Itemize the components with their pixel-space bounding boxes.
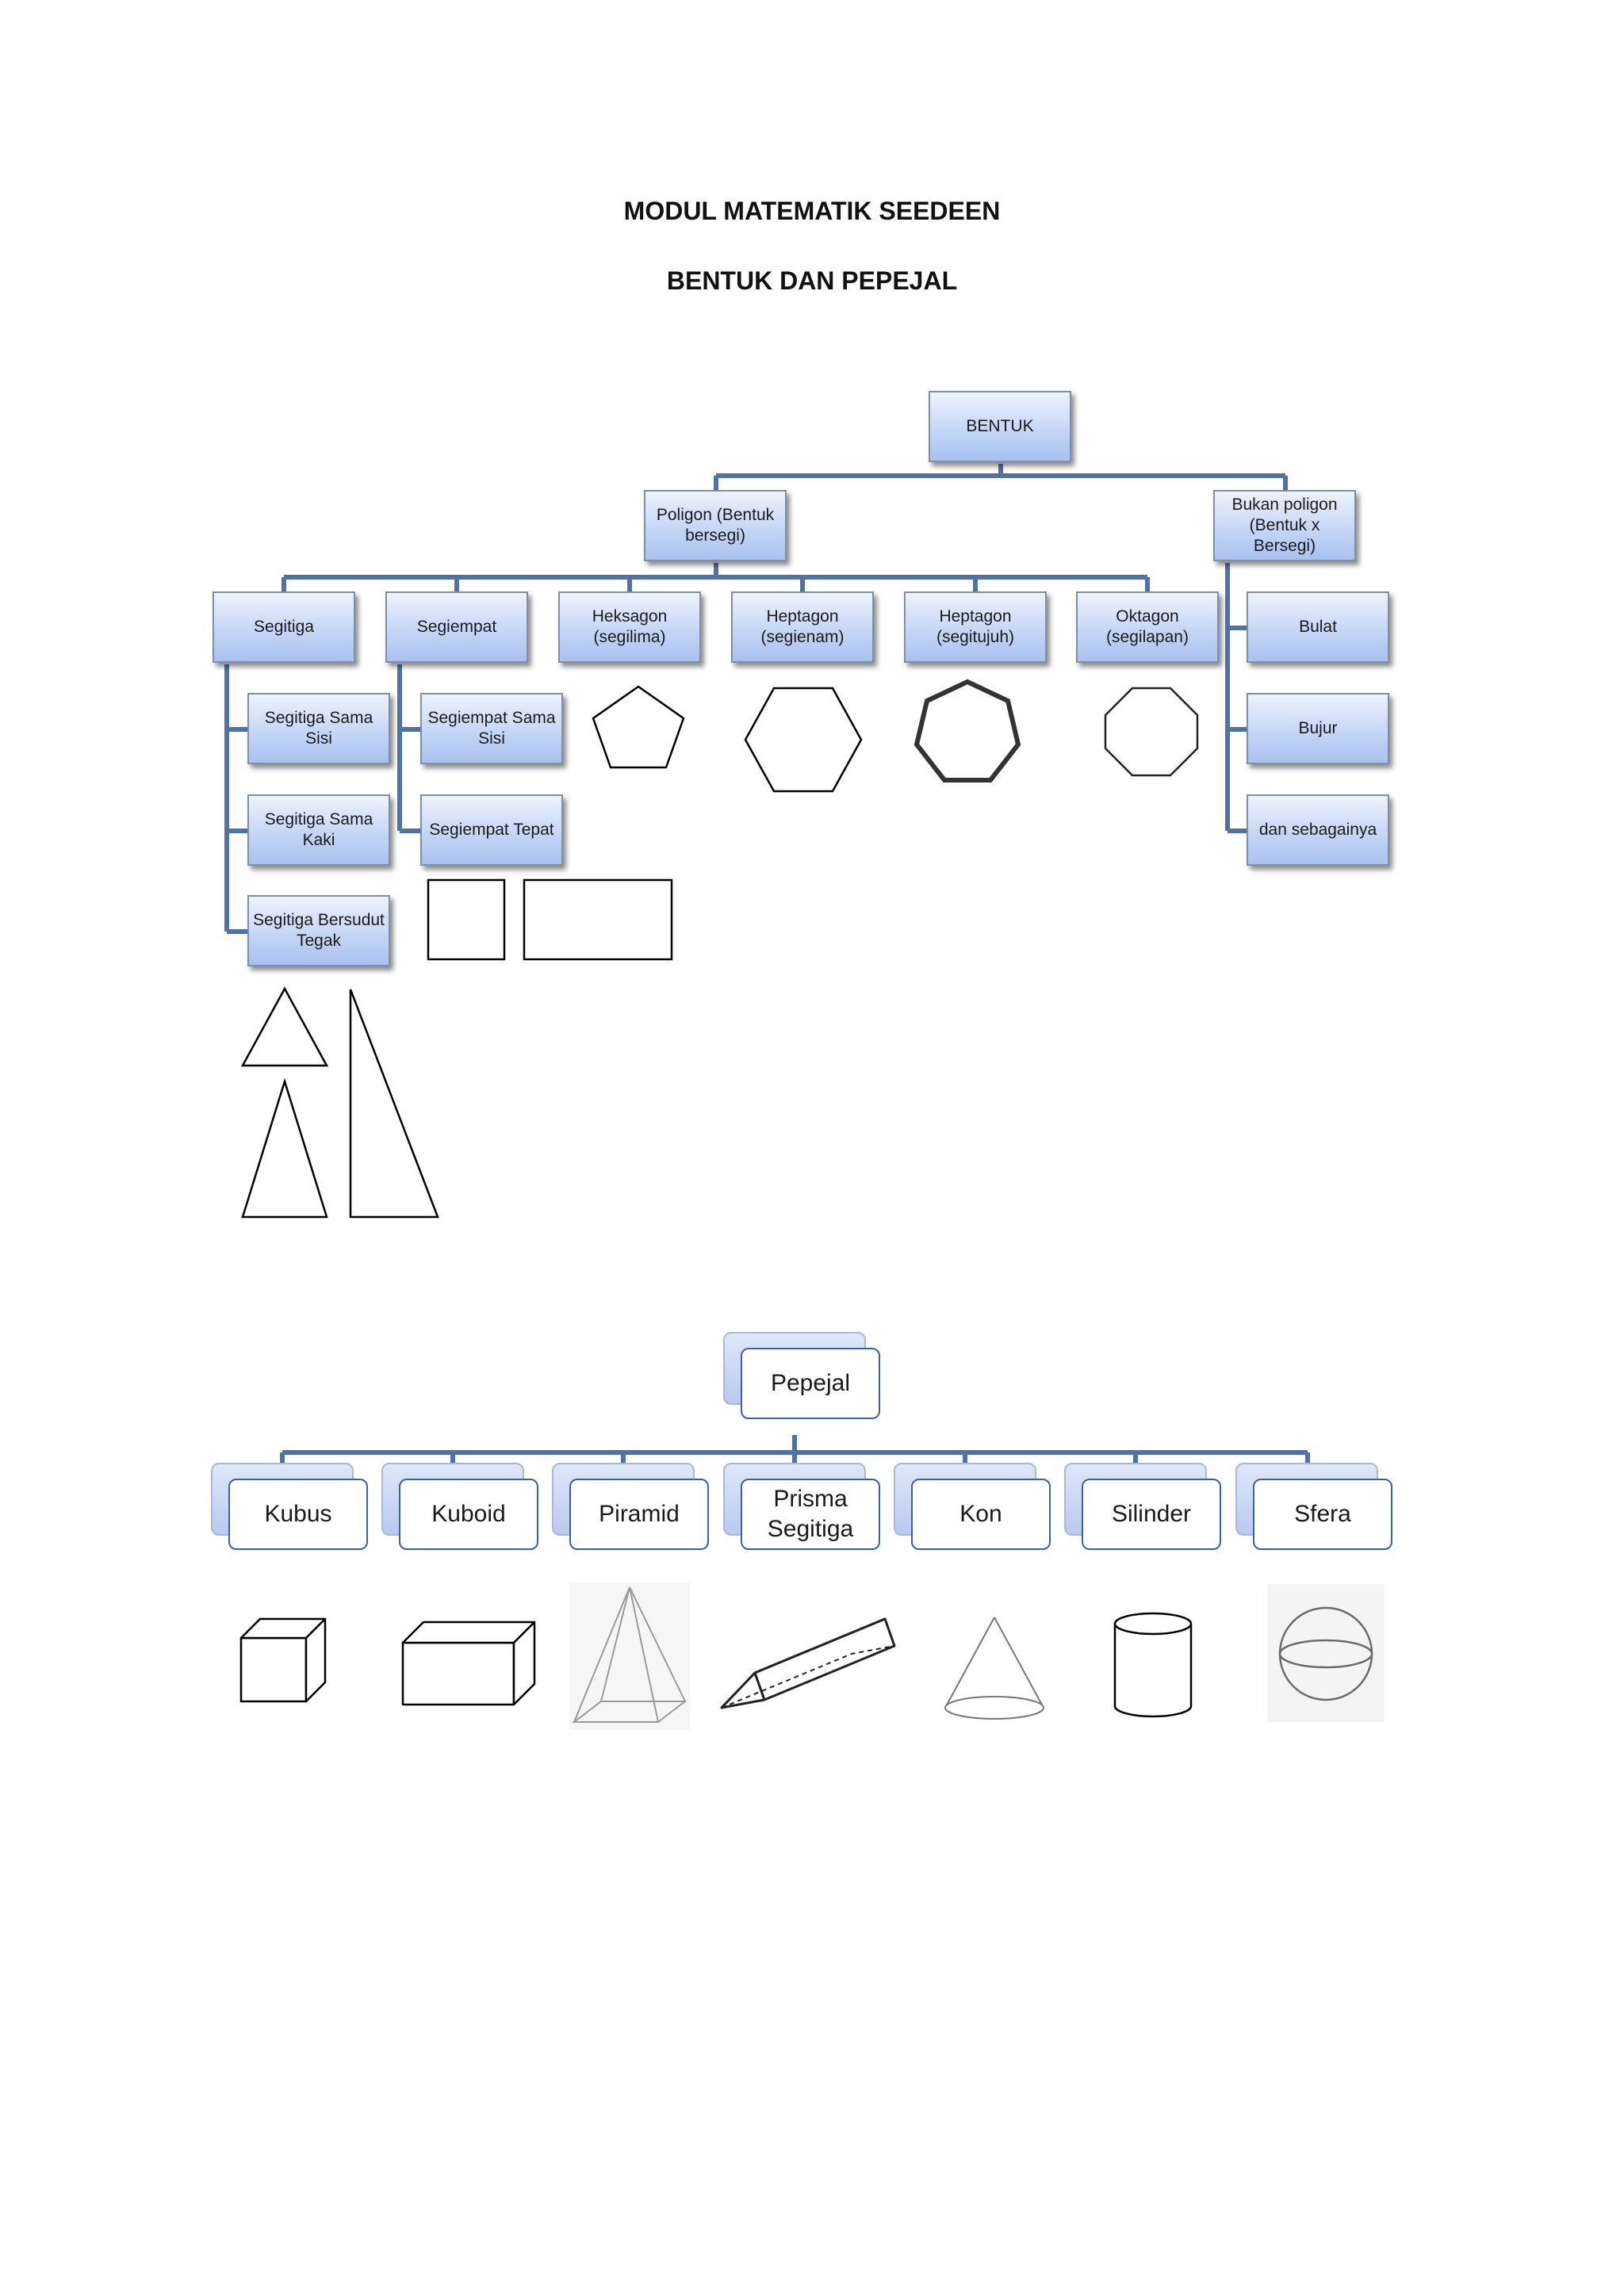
node-piramid-label: Piramid [569, 1479, 709, 1550]
triangular-prism-solid [720, 1617, 896, 1709]
heptagon-shape [914, 679, 1021, 783]
cuboid-solid [401, 1621, 536, 1706]
sphere-solid [1267, 1584, 1385, 1722]
node-segitiga-sama-sisi: Segitiga Sama Sisi [247, 693, 390, 764]
node-prisma-segitiga-label: Prisma Segitiga [741, 1479, 880, 1550]
node-sfera-label: Sfera [1253, 1479, 1392, 1550]
node-silinder-label: Silinder [1082, 1479, 1221, 1550]
page-title: MODUL MATEMATIK SEEDEEN [623, 197, 1001, 225]
isosceles-triangle-shape [241, 1078, 328, 1219]
node-piramid: Piramid [552, 1463, 710, 1552]
cone-solid [944, 1617, 1044, 1720]
square-shape [427, 878, 506, 961]
page-subtitle: BENTUK DAN PEPEJAL [666, 266, 958, 295]
node-kon-label: Kon [911, 1479, 1051, 1550]
equilateral-triangle-shape [240, 986, 329, 1067]
node-oktagon: Oktagon (segilapan) [1076, 591, 1219, 663]
node-heptagon-segitujuh: Heptagon (segitujuh) [904, 591, 1047, 663]
node-kubus-label: Kubus [228, 1479, 368, 1550]
node-prisma-segitiga: Prisma Segitiga [723, 1463, 882, 1552]
node-bujur: Bujur [1247, 693, 1389, 764]
node-pepejal-label: Pepejal [741, 1348, 880, 1419]
node-segitiga-sama-kaki: Segitiga Sama Kaki [247, 794, 390, 866]
node-kon: Kon [894, 1463, 1052, 1552]
cylinder-solid [1113, 1612, 1193, 1718]
octagon-shape [1104, 687, 1199, 777]
node-silinder: Silinder [1064, 1463, 1223, 1552]
node-bentuk: BENTUK [929, 391, 1071, 462]
cube-solid [239, 1617, 327, 1703]
pentagon-shape [592, 685, 685, 769]
node-segitiga-bersudut-tegak: Segitiga Bersudut Tegak [247, 895, 390, 966]
node-segiempat: Segiempat [385, 591, 528, 663]
node-segiempat-tepat: Segiempat Tepat [420, 794, 563, 866]
node-kubus: Kubus [211, 1463, 370, 1552]
node-segiempat-sama-sisi: Segiempat Sama Sisi [420, 693, 563, 764]
node-heptagon-segienam: Heptagon (segienam) [731, 591, 874, 663]
node-bulat: Bulat [1247, 591, 1389, 663]
pyramid-solid [569, 1582, 690, 1730]
rectangle-shape [523, 878, 673, 961]
hexagon-shape [744, 687, 863, 793]
right-triangle-shape [349, 989, 439, 1219]
node-dan-sebagainya: dan sebagainya [1247, 794, 1389, 866]
node-sfera: Sfera [1235, 1463, 1394, 1552]
node-kuboid-label: Kuboid [399, 1479, 538, 1550]
node-heksagon: Heksagon (segilima) [558, 591, 701, 663]
node-segitiga: Segitiga [213, 591, 355, 663]
node-pepejal: Pepejal [723, 1332, 882, 1421]
node-poligon: Poligon (Bentuk bersegi) [644, 490, 787, 561]
node-bukan-poligon: Bukan poligon (Bentuk x Bersegi) [1213, 490, 1356, 561]
node-kuboid: Kuboid [381, 1463, 540, 1552]
